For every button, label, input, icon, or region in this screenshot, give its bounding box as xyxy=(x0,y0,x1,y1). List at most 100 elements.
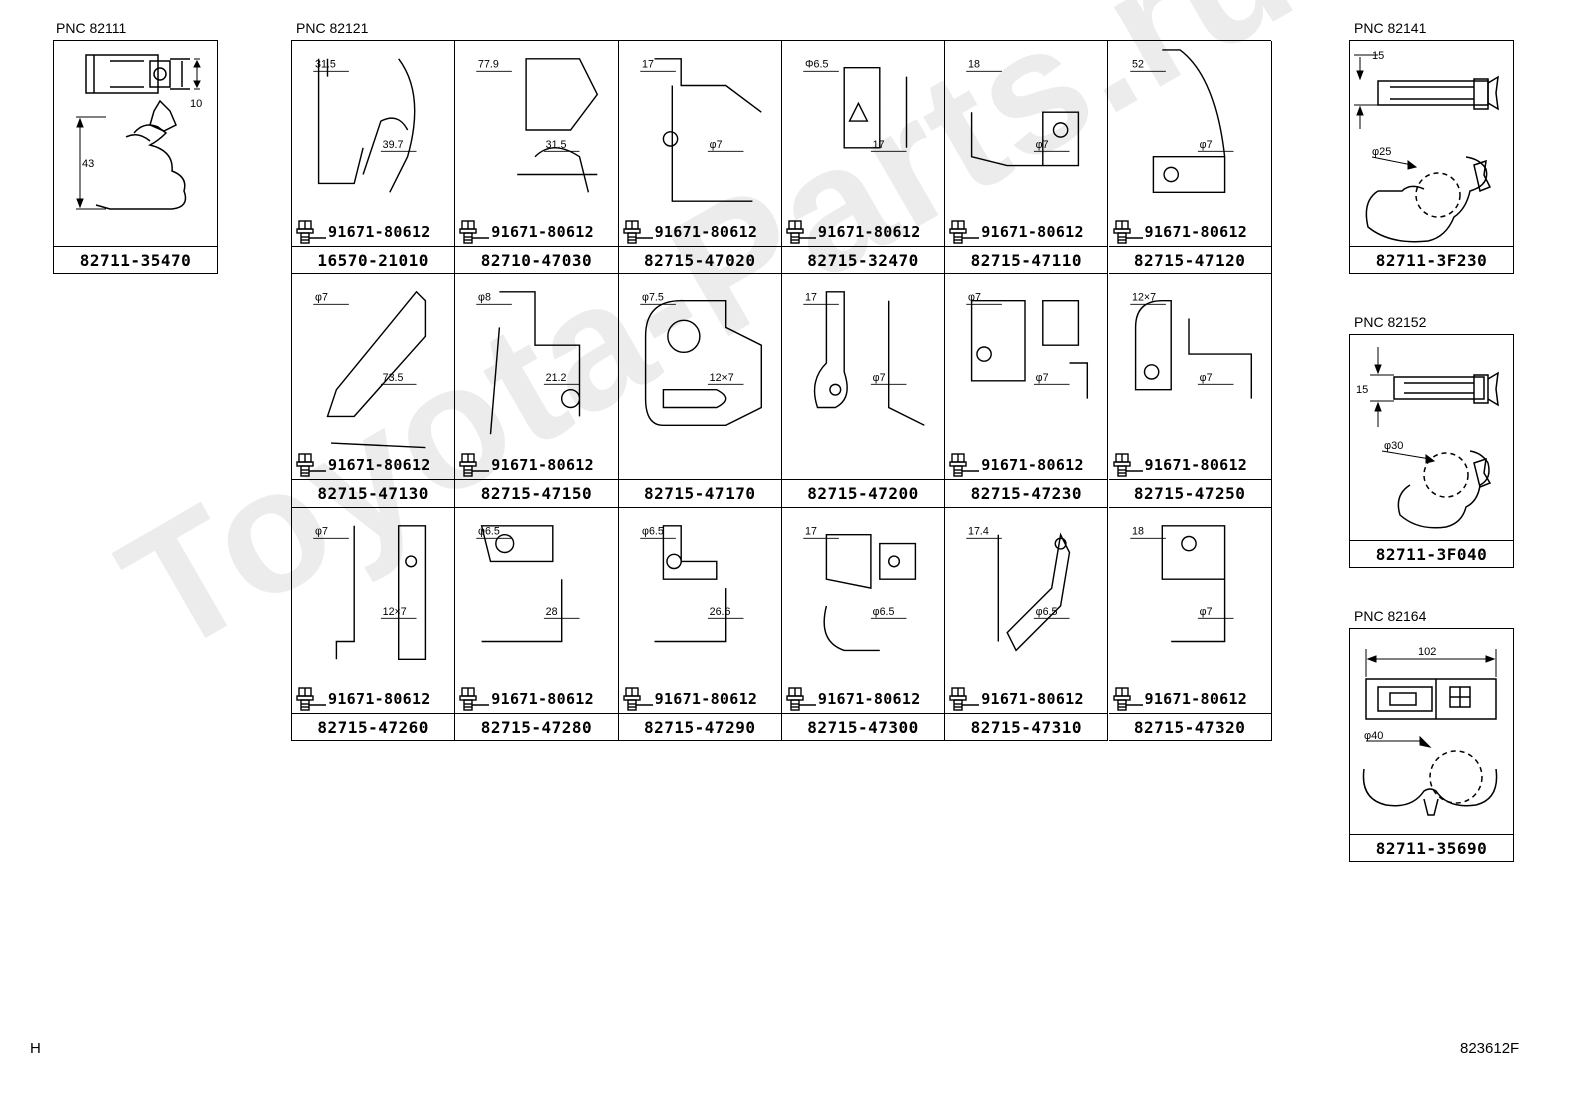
bracket-drawing: φ7.5 12×7 xyxy=(639,292,762,427)
label-divider xyxy=(54,246,217,247)
label-divider xyxy=(781,479,945,481)
dimension-label: 18 xyxy=(1132,525,1144,537)
part-number: 82711-35690 xyxy=(1375,839,1488,858)
dim-15: 15 xyxy=(1356,384,1368,396)
label-divider xyxy=(945,246,1108,247)
bolt-part-number: 91671-80612 xyxy=(328,223,431,241)
part-box-82711-35690[interactable]: 102 φ40 82711-35690 xyxy=(1349,628,1514,862)
part-number: 82715-47260 xyxy=(317,717,429,737)
part-box-82711-3F230[interactable]: 15 φ25 82711-3F230 xyxy=(1349,40,1514,274)
dimension-label: 31.5 xyxy=(315,59,336,71)
bolt-icon xyxy=(1112,220,1143,244)
part-number: 16570-21010 xyxy=(317,251,429,270)
dim-102: 102 xyxy=(1418,646,1436,658)
part-cell[interactable]: 31.5 39.7 91671-80612 16570-21010 xyxy=(292,41,456,275)
bolt-callout: 91671-80612 xyxy=(786,219,921,245)
dimension-label: 17 xyxy=(805,525,817,537)
part-cell[interactable]: φ7.5 12×7 82715-47170 xyxy=(618,274,782,508)
bolt-callout: 91671-80612 xyxy=(1112,686,1248,712)
bolt-part-number: 91671-80612 xyxy=(1144,689,1248,708)
bolt-icon xyxy=(296,220,326,244)
label-divider xyxy=(292,246,455,247)
part-number: 82711-35470 xyxy=(79,251,192,270)
dimension-label: 12×7 xyxy=(1132,292,1156,304)
bolt-part-number: 91671-80612 xyxy=(328,456,431,475)
dimension-label: φ7 xyxy=(1199,372,1212,384)
bolt-icon xyxy=(622,686,653,711)
dimension-label: φ6.5 xyxy=(1036,605,1058,617)
label-divider xyxy=(618,712,781,714)
clip-drawing: 102 φ40 xyxy=(1362,646,1498,816)
bolt-icon xyxy=(949,686,980,711)
label-divider xyxy=(455,246,618,247)
dimension-label: φ6.5 xyxy=(478,525,500,537)
dimension-label: 77.9 xyxy=(478,59,499,71)
label-divider xyxy=(455,479,618,481)
dimension-label: φ6.5 xyxy=(642,525,664,537)
dimension-label: 39.7 xyxy=(383,139,404,151)
dimension-label: φ7 xyxy=(709,139,722,151)
dimension-label: φ7 xyxy=(873,372,886,384)
bracket-drawing: Φ6.517 xyxy=(803,59,908,152)
dim-phi30: φ30 xyxy=(1384,440,1403,452)
dimension-label: 12×7 xyxy=(709,372,733,384)
part-number: 82715-32470 xyxy=(807,251,919,270)
dim-10: 10 xyxy=(190,98,202,110)
label-divider xyxy=(1350,246,1513,247)
dim-15: 15 xyxy=(1372,50,1384,62)
bolt-icon xyxy=(296,686,326,711)
part-box-82711-35470[interactable]: 43 10 82711-35470 xyxy=(53,40,218,274)
part-number: 82715-47280 xyxy=(480,717,593,737)
bolt-callout: 91671-80612 xyxy=(949,452,1084,478)
bolt-part-number: 91671-80612 xyxy=(817,223,921,241)
label-divider xyxy=(1350,834,1513,835)
bolt-callout: 91671-80612 xyxy=(622,219,758,245)
bracket-drawing: 31.5 39.7 xyxy=(313,58,417,193)
bolt-callout: 91671-80612 xyxy=(296,219,431,245)
dimension-label: 18 xyxy=(968,59,980,71)
label-divider xyxy=(945,712,1108,714)
bolt-part-number: 91671-80612 xyxy=(491,223,594,241)
dimension-label: φ7 xyxy=(1036,139,1049,151)
dimension-label: Φ6.5 xyxy=(805,59,828,71)
pnc-label-82152: PNC 82152 xyxy=(1354,314,1427,330)
part-box-82711-3F040[interactable]: 15 φ30 82711-3F040 xyxy=(1349,334,1514,568)
bolt-icon xyxy=(622,220,653,244)
dimension-label: φ7 xyxy=(968,292,981,304)
bolt-part-number: 91671-80612 xyxy=(654,223,758,241)
part-number: 82715-47310 xyxy=(970,717,1083,737)
bolt-icon xyxy=(786,686,816,711)
part-number: 82715-47020 xyxy=(644,251,756,270)
bolt-part-number: 91671-80612 xyxy=(1144,456,1248,475)
bolt-icon xyxy=(949,220,980,244)
dimension-label: φ7.5 xyxy=(642,292,664,304)
bolt-callout: 91671-80612 xyxy=(949,686,1084,712)
dim-phi25: φ25 xyxy=(1372,146,1391,158)
bolt-part-number: 91671-80612 xyxy=(981,456,1084,475)
dim-phi40: φ40 xyxy=(1364,730,1383,742)
bracket-drawing: 17.4φ6.5 xyxy=(966,525,1071,652)
part-number: 82715-47170 xyxy=(644,484,756,504)
bolt-part-number: 91671-80612 xyxy=(328,689,431,708)
label-divider xyxy=(1108,479,1271,481)
